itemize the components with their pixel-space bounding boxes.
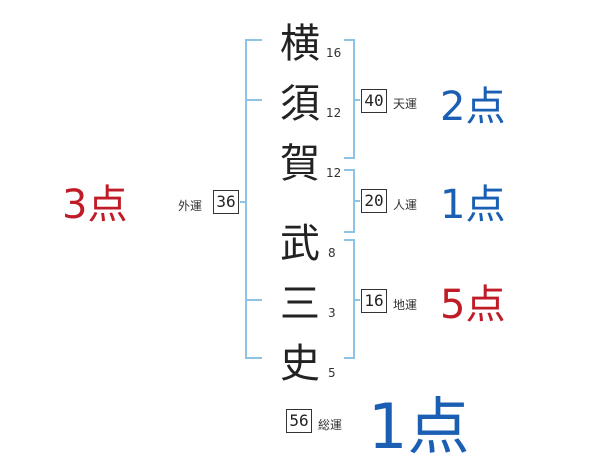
name-char-1: 横 bbox=[280, 21, 320, 67]
stroke-count-1: 16 bbox=[326, 46, 342, 60]
stroke-count-3: 12 bbox=[326, 166, 342, 180]
earth-bracket bbox=[344, 239, 355, 359]
stroke-count-5: 3 bbox=[328, 306, 336, 320]
outer-fortune-value: 36 bbox=[213, 190, 239, 214]
earth-fortune-score: 5点 bbox=[440, 282, 506, 328]
earth-fortune-label: 地運 bbox=[393, 298, 418, 312]
person-fortune-label: 人運 bbox=[393, 198, 418, 212]
stroke-count-6: 5 bbox=[328, 366, 336, 380]
stroke-count-2: 12 bbox=[326, 106, 342, 120]
earth-fortune-value: 16 bbox=[361, 289, 387, 313]
heaven-fortune-score: 2点 bbox=[440, 84, 506, 130]
person-fortune-score: 1点 bbox=[440, 182, 506, 228]
total-fortune-label: 総運 bbox=[318, 418, 343, 432]
heaven-fortune-value: 40 bbox=[361, 89, 387, 113]
total-fortune-score: 1点 bbox=[368, 390, 470, 463]
name-char-3: 賀 bbox=[280, 141, 320, 187]
name-char-6: 史 bbox=[280, 341, 320, 387]
outer-fortune-score: 3点 bbox=[62, 182, 128, 228]
name-char-5: 三 bbox=[280, 281, 320, 327]
total-fortune-value: 56 bbox=[286, 409, 312, 433]
person-bracket bbox=[344, 169, 355, 233]
name-char-2: 須 bbox=[280, 81, 320, 127]
stroke-count-4: 8 bbox=[328, 246, 336, 260]
heaven-bracket bbox=[344, 39, 355, 159]
name-char-4: 武 bbox=[280, 221, 320, 267]
person-fortune-value: 20 bbox=[361, 189, 387, 213]
heaven-fortune-label: 天運 bbox=[393, 97, 418, 111]
outer-bracket bbox=[245, 39, 262, 359]
outer-fortune-label: 外運 bbox=[178, 199, 203, 213]
